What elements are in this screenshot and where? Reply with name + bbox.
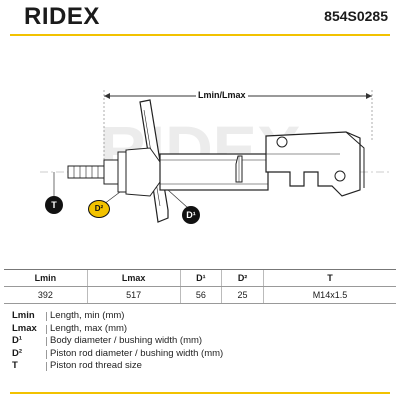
length-dimension-label: Lmin/Lmax	[196, 90, 248, 101]
value-lmin: 392	[4, 286, 88, 304]
spec-table: Lmin Lmax D¹ D² T 392 517 56 25 M14x1.5	[4, 270, 396, 304]
spec-table-header-row: Lmin Lmax D¹ D² T	[4, 270, 396, 287]
legend: Lmin Length, min (mm) Lmax Length, max (…	[12, 310, 392, 373]
header-t: T	[263, 270, 396, 287]
legend-description: Body diameter / bushing width (mm)	[50, 335, 203, 346]
callout-body-diameter: D¹	[182, 206, 200, 224]
part-number: 854S0285	[324, 8, 388, 24]
shock-absorber-diagram: RIDEX	[40, 90, 390, 223]
table-top-rule	[4, 269, 396, 270]
header-d1: D¹	[180, 270, 223, 287]
footer-divider	[10, 392, 390, 394]
legend-row: Lmax Length, max (mm)	[12, 323, 392, 336]
legend-separator	[46, 324, 47, 334]
spec-table-value-row: 392 517 56 25 M14x1.5	[4, 286, 396, 304]
header: RIDEX 854S0285	[0, 0, 400, 30]
legend-abbr: T	[12, 360, 18, 371]
header-lmax: Lmax	[87, 270, 181, 287]
legend-separator	[46, 312, 47, 321]
brand-logo: RIDEX	[12, 2, 132, 30]
legend-description: Length, min (mm)	[50, 310, 125, 321]
callout-thread: T	[45, 196, 63, 214]
legend-abbr: Lmin	[12, 310, 35, 321]
legend-description: Piston rod thread size	[50, 360, 142, 371]
header-divider	[10, 34, 390, 36]
value-lmax: 517	[87, 286, 181, 304]
legend-description: Length, max (mm)	[50, 322, 128, 334]
brand-logo-text: RIDEX	[24, 3, 100, 30]
legend-row: T Piston rod thread size	[12, 360, 392, 373]
legend-abbr: D¹	[12, 335, 23, 346]
legend-separator	[46, 349, 47, 359]
legend-abbr: D²	[12, 347, 23, 359]
legend-description: Piston rod diameter / bushing width (mm)	[50, 347, 224, 359]
callout-piston-rod-diameter: D²	[88, 200, 110, 218]
legend-row: Lmin Length, min (mm)	[12, 310, 392, 323]
legend-separator	[46, 337, 47, 346]
value-t: M14x1.5	[263, 286, 396, 304]
legend-row: D² Piston rod diameter / bushing width (…	[12, 348, 392, 361]
legend-row: D¹ Body diameter / bushing width (mm)	[12, 335, 392, 348]
legend-separator	[46, 362, 47, 371]
legend-abbr: Lmax	[12, 322, 37, 334]
value-d1: 56	[180, 286, 223, 304]
value-d2: 25	[221, 286, 264, 304]
header-lmin: Lmin	[4, 270, 88, 287]
header-d2: D²	[221, 270, 264, 287]
technical-drawing: RIDEX	[0, 40, 400, 268]
